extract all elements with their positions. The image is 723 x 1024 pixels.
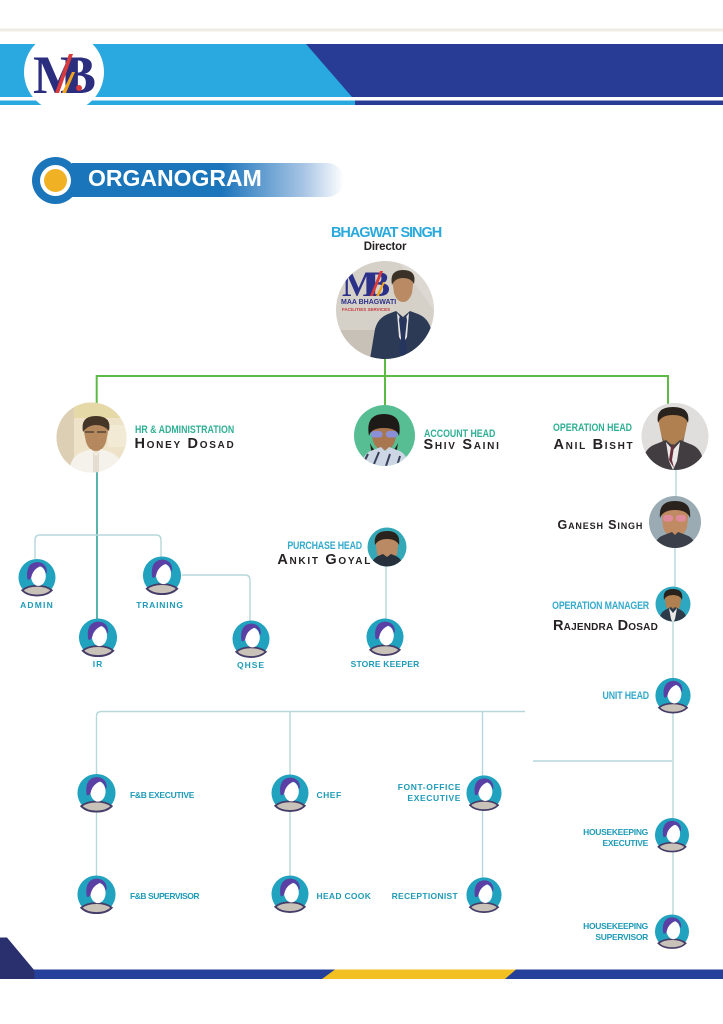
svg-text:MAA BHAGWATI: MAA BHAGWATI xyxy=(341,299,396,306)
svg-text:M: M xyxy=(33,45,84,105)
svg-text:B: B xyxy=(60,45,96,105)
svg-text:FACILITIES SERVICES: FACILITIES SERVICES xyxy=(342,307,390,312)
